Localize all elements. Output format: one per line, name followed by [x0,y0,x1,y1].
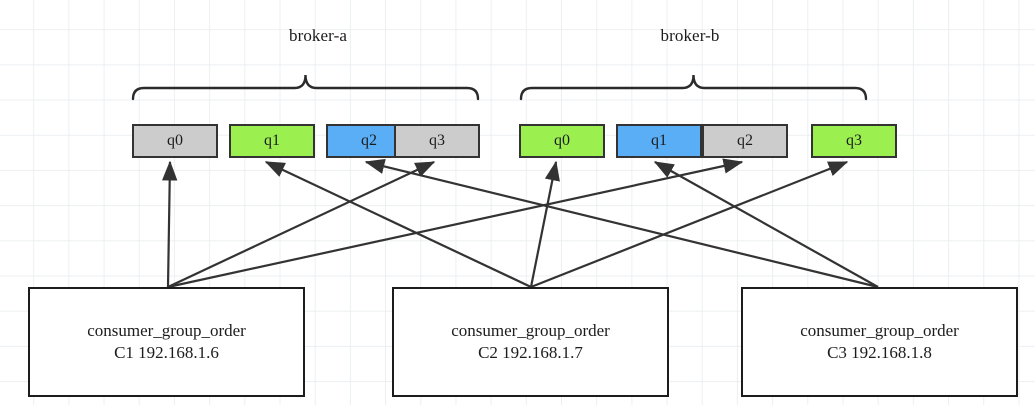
queue-box-broker-a-q0[interactable]: q0 [132,124,218,158]
queue-label: q1 [264,132,280,149]
consumer-group-name: consumer_group_order [451,320,610,340]
consumer-box-c3[interactable]: consumer_group_order C3 192.168.1.8 [741,287,1018,397]
consumer-group-name: consumer_group_order [800,320,959,340]
consumer-instance-address: C3 192.168.1.8 [827,343,932,362]
queue-label: q2 [737,132,753,149]
queue-label: q2 [361,132,377,149]
connection-c1-to-b-q2 [167,158,744,289]
connection-c1-to-a-q0 [162,160,178,288]
connection-c2-to-a-q1 [264,161,532,288]
consumer-box-c2[interactable]: consumer_group_order C2 192.168.1.7 [392,287,669,397]
broker-brace-layer [131,74,868,101]
queue-box-broker-b-q2[interactable]: q2 [702,124,788,158]
queue-box-broker-b-q3[interactable]: q3 [811,124,897,158]
connection-c1-to-a-q3 [167,161,436,288]
queue-label: q1 [651,132,667,149]
consumer-instance-address: C1 192.168.1.6 [114,343,219,362]
queue-box-broker-a-q1[interactable]: q1 [229,124,315,158]
queue-box-broker-a-q3[interactable]: q3 [394,124,480,158]
consumer-box-c1[interactable]: consumer_group_order C1 192.168.1.6 [28,287,305,397]
queue-label: q3 [429,132,445,149]
connection-c3-to-b-q1 [653,161,879,288]
consumer-queue-lines [162,158,879,289]
queue-label: q0 [167,132,183,149]
broker-brace-broker-a [131,74,480,101]
consumer-group-name: consumer_group_order [87,320,246,340]
connection-c2-to-b-q3 [530,160,849,289]
broker-label-broker-b: broker-b [660,26,720,45]
broker-label-broker-a: broker-a [288,26,348,45]
queue-box-broker-b-q1[interactable]: q1 [616,124,702,158]
queue-box-broker-b-q0[interactable]: q0 [519,124,605,158]
broker-brace-broker-b [519,74,868,101]
connection-c3-to-a-q2 [364,158,879,289]
consumer-instance-address: C2 192.168.1.7 [478,343,583,362]
connection-c2-to-b-q0 [529,160,560,288]
queue-label: q0 [554,132,570,149]
queue-label: q3 [846,132,862,149]
